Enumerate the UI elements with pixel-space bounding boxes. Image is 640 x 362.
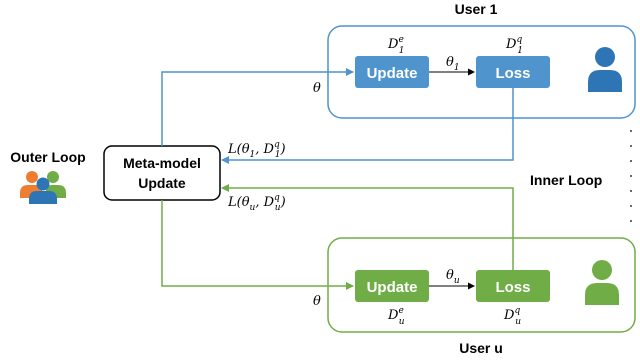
useru-user-icon — [585, 260, 619, 305]
user1-update-label: Update — [367, 65, 418, 82]
user1-loss-label: Loss — [495, 65, 530, 82]
meta-model-line2: Update — [138, 175, 186, 191]
green-loss-arrow — [221, 184, 514, 270]
useru-param-label: θu — [446, 268, 460, 286]
green-theta-label: θ — [313, 294, 321, 309]
green-theta-arrow — [161, 200, 354, 290]
inner-loop-label: Inner Loop — [530, 172, 602, 188]
blue-loss-arrow — [221, 88, 514, 164]
useru-loss-label: Loss — [495, 279, 530, 296]
blue-theta-label: θ — [313, 81, 321, 96]
user-group-icon — [20, 171, 66, 204]
user1-param-label: θ1 — [446, 55, 460, 73]
outer-loop-label: Outer Loop — [10, 149, 85, 165]
useru-loss-box[interactable] — [476, 270, 550, 302]
user1-title: User 1 — [455, 1, 498, 17]
user1-update-box[interactable] — [355, 56, 429, 88]
vertical-ellipsis — [630, 130, 632, 222]
meta-model-line1: Meta-model — [123, 155, 201, 171]
blue-theta-arrow — [161, 68, 354, 146]
user1-user-icon — [588, 47, 622, 92]
meta-model-update: Meta-model Update — [103, 145, 221, 201]
useru-title: User u — [459, 340, 503, 356]
user1-loss-box[interactable] — [476, 56, 550, 88]
useru-update-label: Update — [367, 279, 418, 296]
useru-update-box[interactable] — [355, 270, 429, 302]
